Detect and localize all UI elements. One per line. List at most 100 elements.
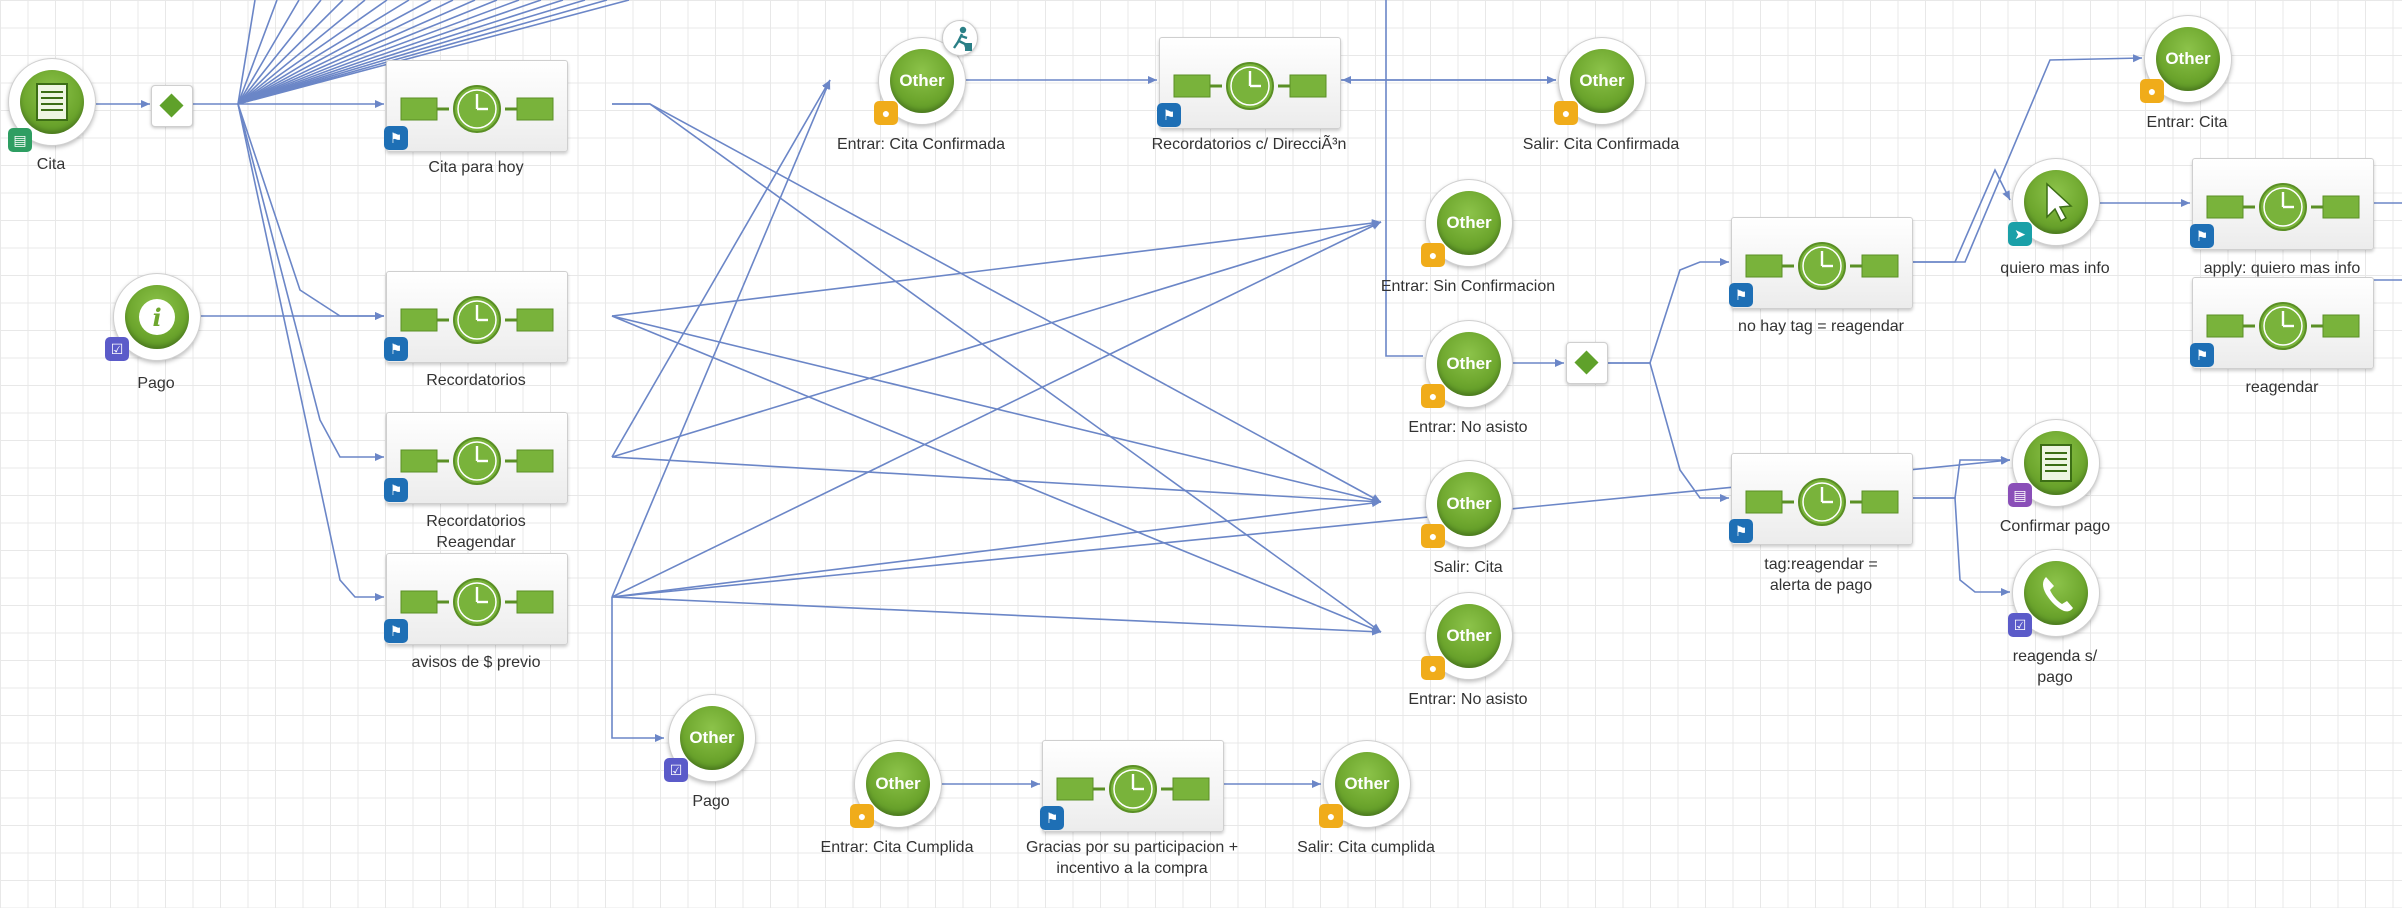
connection-line: [237, 103, 384, 601]
timer-box: [2192, 277, 2374, 369]
node-label: Recordatorios: [426, 372, 526, 389]
timer-box: [1731, 217, 1913, 309]
node-label-line2: Reagendar: [436, 534, 516, 551]
node-label-line2: incentivo a la compra: [1056, 860, 1208, 877]
tag-icon: ☑: [105, 337, 129, 361]
person-icon: ●: [874, 101, 898, 125]
connection-line: [1913, 54, 2143, 263]
list-form-icon: [36, 83, 68, 121]
person-icon: ●: [1421, 524, 1445, 548]
other-icon-text: Other: [899, 71, 945, 90]
connection-line: [1385, 0, 1423, 357]
fan-line: [237, 0, 498, 105]
fan-line: [237, 0, 366, 105]
node-label: Entrar: Cita Confirmada: [836, 136, 1006, 153]
fan-line: [237, 0, 278, 105]
fan-line: [237, 0, 410, 105]
other-icon-text: Other: [689, 728, 735, 747]
node-label: reagendar: [2245, 379, 2319, 396]
timer-icon: [400, 85, 554, 133]
person-icon: ●: [1421, 243, 1445, 267]
fan-line: [237, 0, 520, 105]
fan-line: [237, 0, 344, 105]
connection-line: [1608, 362, 1729, 502]
list-form-icon: [2040, 444, 2072, 482]
flag-icon: ⚑: [1157, 103, 1181, 127]
flag-icon: ⚑: [384, 126, 408, 150]
fan-line: [237, 0, 322, 105]
connection-line: [612, 103, 1382, 633]
node-label: Pago: [137, 375, 175, 392]
node-label: avisos de $ previo: [411, 654, 541, 671]
connection-line: [611, 456, 1382, 506]
node-label: apply: quiero mas info: [2203, 260, 2361, 277]
connection-line: [1913, 168, 2011, 263]
timer-icon: [1745, 242, 1899, 290]
phone-icon: [2043, 577, 2073, 612]
node-label: Entrar: No asisto: [1408, 691, 1528, 708]
person-icon: ●: [850, 804, 874, 828]
other-icon-text: Other: [875, 774, 921, 793]
connection-line: [612, 103, 1382, 503]
node-label: no hay tag = reagendar: [1738, 318, 1904, 335]
timer-box: [386, 412, 568, 504]
fan-line: [237, 0, 608, 105]
connection-line: [1913, 456, 2010, 499]
timer-icon: [400, 296, 554, 344]
node-label-line1: reagenda s/: [2012, 648, 2098, 665]
connection-line: [1608, 258, 1729, 364]
node-label: quiero mas info: [2000, 260, 2110, 277]
tag-icon: ☑: [664, 758, 688, 782]
cursor-icon: [2046, 182, 2073, 223]
node-label: Salir: Cita cumplida: [1297, 839, 1435, 856]
diamond-icon: [1574, 350, 1599, 375]
flag-icon: ⚑: [384, 619, 408, 643]
form-icon: ▤: [2008, 483, 2032, 507]
fan-line: [237, 0, 388, 105]
person-icon: ●: [1421, 384, 1445, 408]
person-icon: ●: [1554, 101, 1578, 125]
fan-line: [237, 0, 586, 105]
timer-box: [386, 271, 568, 363]
cursor-badge-icon: ➤: [2008, 222, 2032, 246]
fan-line: [237, 0, 454, 105]
other-icon-text: Other: [1344, 774, 1390, 793]
tag-icon: ☑: [2008, 613, 2032, 637]
connection-line: [611, 79, 831, 598]
flag-icon: ⚑: [384, 337, 408, 361]
other-icon-text: Other: [1446, 213, 1492, 232]
node-label-line2: pago: [2037, 669, 2073, 686]
node-label: Salir: Cita: [1433, 559, 1503, 576]
other-icon-text: Other: [1446, 354, 1492, 373]
node-label: Entrar: Cita Cumplida: [820, 839, 974, 856]
flag-icon: ⚑: [2190, 343, 2214, 367]
other-icon-text: Other: [1579, 71, 1625, 90]
decision-split[interactable]: [151, 85, 193, 127]
timer-box: [1731, 453, 1913, 545]
timer-box: [386, 60, 568, 152]
decision-split-2[interactable]: [1566, 342, 1608, 384]
node-label: Entrar: Sin Confirmacion: [1380, 278, 1556, 295]
diamond-icon: [159, 93, 184, 118]
node-label: Cita para hoy: [428, 159, 524, 176]
timer-box: [1042, 740, 1224, 832]
person-icon: ●: [1421, 656, 1445, 680]
form-icon: ▤: [8, 128, 32, 152]
other-icon-text: Other: [2165, 49, 2211, 68]
flag-icon: ⚑: [384, 478, 408, 502]
node-label-line1: tag:reagendar =: [1764, 556, 1878, 573]
fan-line: [237, 0, 256, 105]
svg-text:i: i: [152, 303, 161, 332]
connection-line: [611, 219, 1382, 317]
connection-line: [611, 221, 1382, 598]
other-icon-text: Other: [1446, 626, 1492, 645]
flag-icon: ⚑: [1729, 519, 1753, 543]
info-icon: i: [139, 299, 175, 335]
connection-line: [237, 103, 384, 461]
timer-box: [2192, 158, 2374, 250]
node-label: Salir: Cita Confirmada: [1522, 136, 1680, 153]
connection-line: [611, 220, 1382, 458]
node-label-line2: alerta de pago: [1769, 577, 1873, 594]
flag-icon: ⚑: [2190, 224, 2214, 248]
